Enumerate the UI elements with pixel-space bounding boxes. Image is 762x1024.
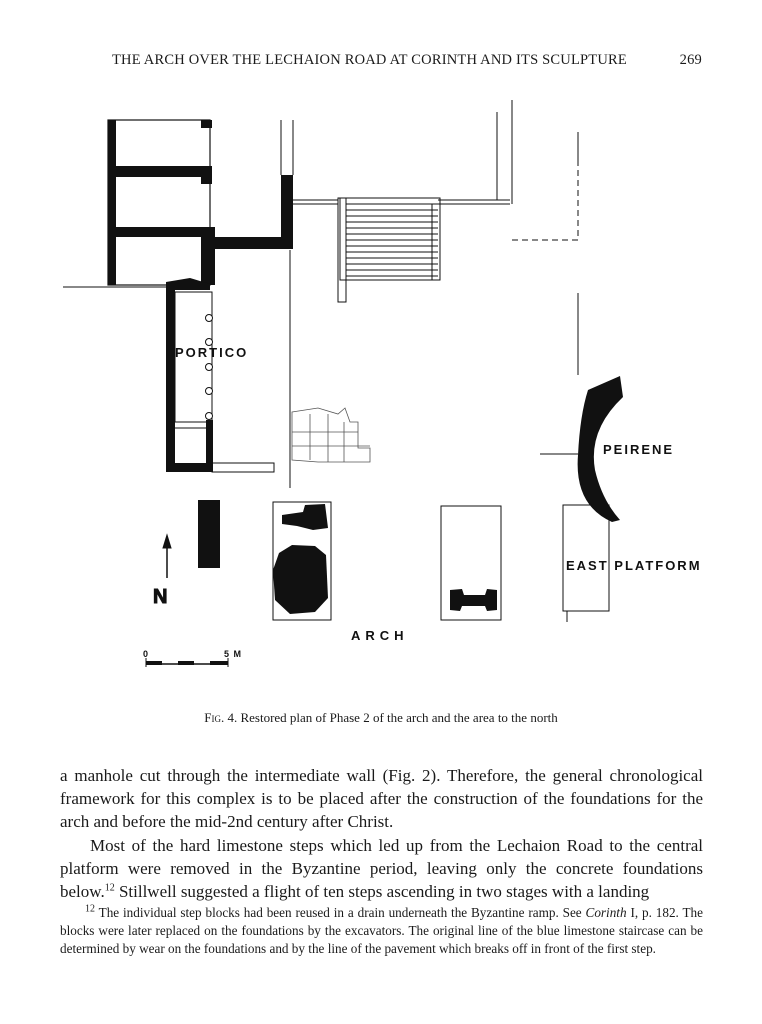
paragraph: Most of the hard limestone steps which l… <box>60 834 703 904</box>
north-arrow: N <box>153 533 172 609</box>
scale-bar <box>145 658 229 667</box>
figure-caption-text: Restored plan of Phase 2 of the arch and… <box>240 710 558 725</box>
portico-structure <box>166 287 275 473</box>
staircase <box>337 197 441 303</box>
portico-label: PORTICO <box>175 345 248 360</box>
footnote-text: I, p. 182. The blocks were later replace… <box>60 905 703 957</box>
page-number: 269 <box>679 52 702 68</box>
footnote: 12 The individual step blocks had been r… <box>60 904 703 959</box>
figure-caption: Fig. 4. Restored plan of Phase 2 of the … <box>0 710 762 726</box>
footnote-number: 12 <box>85 903 95 915</box>
block-cluster <box>291 407 371 463</box>
running-title: THE ARCH OVER THE LECHAION ROAD AT CORIN… <box>112 52 627 68</box>
body-text: a manhole cut through the intermediate w… <box>60 764 703 903</box>
footnote-text: The individual step blocks had been reus… <box>95 905 586 920</box>
east-platform-label: EAST PLATFORM <box>566 558 702 573</box>
figure-number: Fig. 4. <box>204 710 238 725</box>
paragraph-text-tail: Stillwell suggested a flight of ten step… <box>114 882 650 902</box>
arch-foundations <box>198 500 610 622</box>
scale-end-label: 5 M <box>224 649 242 659</box>
peirene-fountain <box>577 376 623 522</box>
arch-label: ARCH <box>351 628 409 643</box>
paragraph-text: Most of the hard limestone steps which l… <box>60 835 703 902</box>
north-label: N <box>153 586 167 608</box>
north-rooms <box>63 119 294 290</box>
scale-start-label: 0 <box>143 649 148 659</box>
paragraph: a manhole cut through the intermediate w… <box>60 766 703 832</box>
peirene-label: PEIRENE <box>603 442 674 457</box>
running-head: THE ARCH OVER THE LECHAION ROAD AT CORIN… <box>112 52 702 72</box>
corinth-reference: Corinth <box>585 905 627 920</box>
restored-plan-figure: N PORTICO PEIRENE EAST PLATFORM ARCH 0 5… <box>63 100 702 667</box>
footnote-reference: 12 <box>104 882 115 894</box>
road-lines <box>289 100 579 488</box>
